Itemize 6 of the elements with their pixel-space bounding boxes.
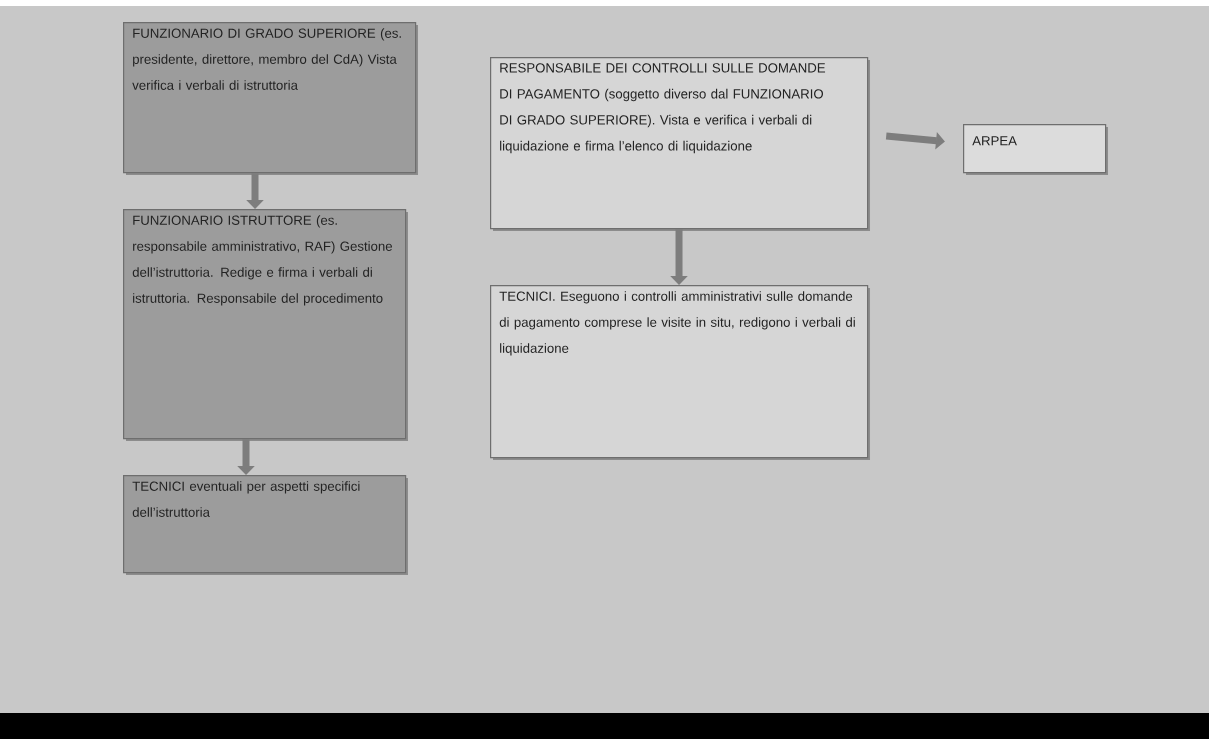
text-box: TECNICI eventuali per aspetti specifici dell’istruttoria (123, 475, 408, 575)
text-box: FUNZIONARIO ISTRUTTORE (es. responsabile amministrativo, RAF) Gestione dell’istruttoria. Redige e firma i verbali di istruttoria. Responsabile del procedimento (123, 209, 408, 441)
text-box: RESPONSABILE DEI CONTROLLI SULLE DOMANDE DI PAGAMENTO (soggetto diverso dal FUNZIONARIO DI GRADO SUPERIORE). Vista e verifica i verbali di liquidazione e firma l’elenco di liquidazione (490, 57, 870, 231)
text-box: ARPEA (963, 124, 1108, 175)
text-box: FUNZIONARIO DI GRADO SUPERIORE (es. presidente, direttore, membro del CdA) Vista verifica i verbali di istruttoria (123, 22, 418, 175)
text-box: TECNICI. Eseguono i controlli amministrativi sulle domande di pagamento comprese le visite in situ, redigono i verbali di liquidazione (490, 285, 870, 460)
